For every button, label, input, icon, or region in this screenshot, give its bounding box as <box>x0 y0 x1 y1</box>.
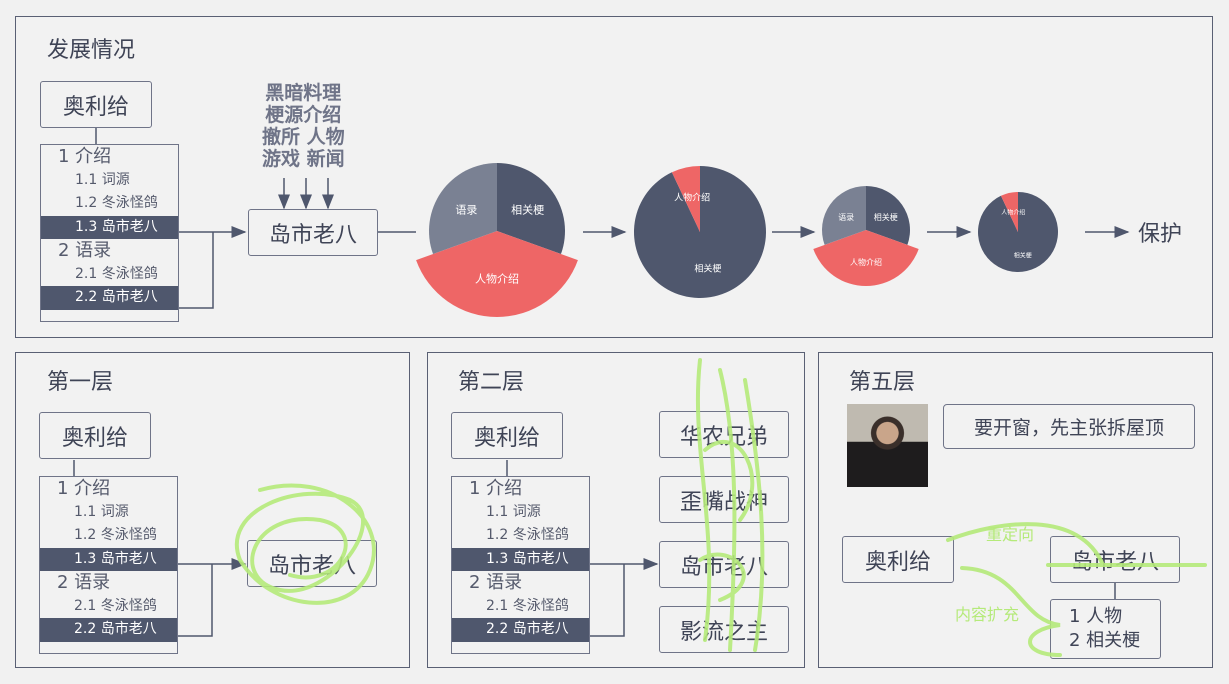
node-2[interactable]: 歪嘴战神 <box>659 476 789 523</box>
tag-line: 游戏 新闻 <box>262 148 345 170</box>
list-item[interactable]: 1.1 词源 <box>75 171 130 188</box>
tag-line: 黑暗料理 <box>265 82 342 104</box>
list-item[interactable]: 2.1 冬泳怪鸽 <box>75 265 158 282</box>
pie-slice[interactable] <box>866 186 910 245</box>
list-item[interactable]: 1.1 词源 <box>486 503 541 520</box>
pie-slice[interactable] <box>429 163 497 255</box>
pie-label: 相关梗 <box>874 212 898 222</box>
pie-slice[interactable] <box>671 166 700 232</box>
pie-label: 语录 <box>838 212 854 222</box>
pie-slice[interactable] <box>1000 192 1018 232</box>
pie-label: 人物介绍 <box>850 257 882 267</box>
pie-label: 人物介绍 <box>475 271 519 285</box>
node-1[interactable]: 华农兄弟 <box>659 411 789 458</box>
annotation-expand: 内容扩充 <box>955 605 1020 624</box>
list-item[interactable]: 2.2 岛市老八 <box>41 286 178 310</box>
list-item[interactable]: 1 介绍 <box>58 146 112 167</box>
layer5-title: 第五层 <box>849 370 916 395</box>
detail-node[interactable]: 1 人物 2 相关梗 <box>1050 599 1161 659</box>
list-item[interactable]: 2 语录 <box>58 240 112 261</box>
pie-label: 相关梗 <box>694 262 721 274</box>
portrait-image <box>847 404 928 487</box>
list-item[interactable]: 2.2 岛市老八 <box>40 618 177 642</box>
tag-list: 黑暗料理梗源介绍撤所 人物游戏 新闻 <box>262 82 345 170</box>
pie-slice[interactable] <box>497 163 565 255</box>
list-item[interactable]: 1 介绍 <box>469 478 523 499</box>
quote-bubble: 要开窗，先主张拆屋顶 <box>943 404 1195 449</box>
list-item[interactable]: 2 语录 <box>57 572 111 593</box>
pie-label: 相关梗 <box>1014 251 1032 259</box>
layer1-title: 第一层 <box>47 370 114 395</box>
node-daoshilaoba[interactable]: 岛市老八 <box>1050 536 1180 583</box>
list-item[interactable]: 1.3 岛市老八 <box>452 547 589 571</box>
layer2-title: 第二层 <box>458 370 525 395</box>
top-title: 发展情况 <box>47 38 136 63</box>
list-item[interactable]: 2.1 冬泳怪鸽 <box>486 597 569 614</box>
root-node[interactable]: 奥利给 <box>842 536 954 583</box>
pie-slice[interactable] <box>416 231 578 317</box>
pie-label: 相关梗 <box>511 202 544 216</box>
root-node[interactable]: 奥利给 <box>39 412 151 459</box>
tag-line: 梗源介绍 <box>265 104 342 126</box>
root-node[interactable]: 奥利给 <box>40 81 152 128</box>
top-panel <box>15 16 1213 338</box>
pie-label: 人物介绍 <box>674 192 710 204</box>
tag-line: 撤所 人物 <box>262 126 345 148</box>
list-item[interactable]: 2 语录 <box>469 572 523 593</box>
end-label: 保护 <box>1138 222 1183 247</box>
list-item[interactable]: 1.2 冬泳怪鸽 <box>74 527 157 543</box>
list-item[interactable]: 2.2 岛市老八 <box>452 618 589 642</box>
detail-item: 1 人物 <box>1069 606 1123 627</box>
node-daoshilaoba[interactable]: 岛市老八 <box>248 209 378 256</box>
list-item[interactable]: 1.3 岛市老八 <box>41 215 178 239</box>
pie-slice[interactable] <box>977 192 1058 272</box>
pie-slice[interactable] <box>822 186 866 245</box>
list-item[interactable]: 1.3 岛市老八 <box>40 547 177 571</box>
node-3[interactable]: 岛市老八 <box>659 541 789 588</box>
list-item[interactable]: 1 介绍 <box>57 478 111 499</box>
node-4[interactable]: 影流之主 <box>659 606 789 653</box>
node-daoshilaoba[interactable]: 岛市老八 <box>247 540 377 587</box>
pie-label: 语录 <box>455 203 477 216</box>
pie-slice[interactable] <box>813 230 919 286</box>
list-item[interactable]: 1.2 冬泳怪鸽 <box>486 527 569 543</box>
root-node[interactable]: 奥利给 <box>451 412 563 459</box>
list-item[interactable]: 1.1 词源 <box>74 503 129 520</box>
list-item[interactable]: 1.2 冬泳怪鸽 <box>75 195 158 211</box>
list-item[interactable]: 2.1 冬泳怪鸽 <box>74 597 157 614</box>
detail-item: 2 相关梗 <box>1069 630 1141 651</box>
pie-label: 人物介绍 <box>1001 209 1025 217</box>
annotation-redirect: 重定向 <box>986 525 1035 544</box>
